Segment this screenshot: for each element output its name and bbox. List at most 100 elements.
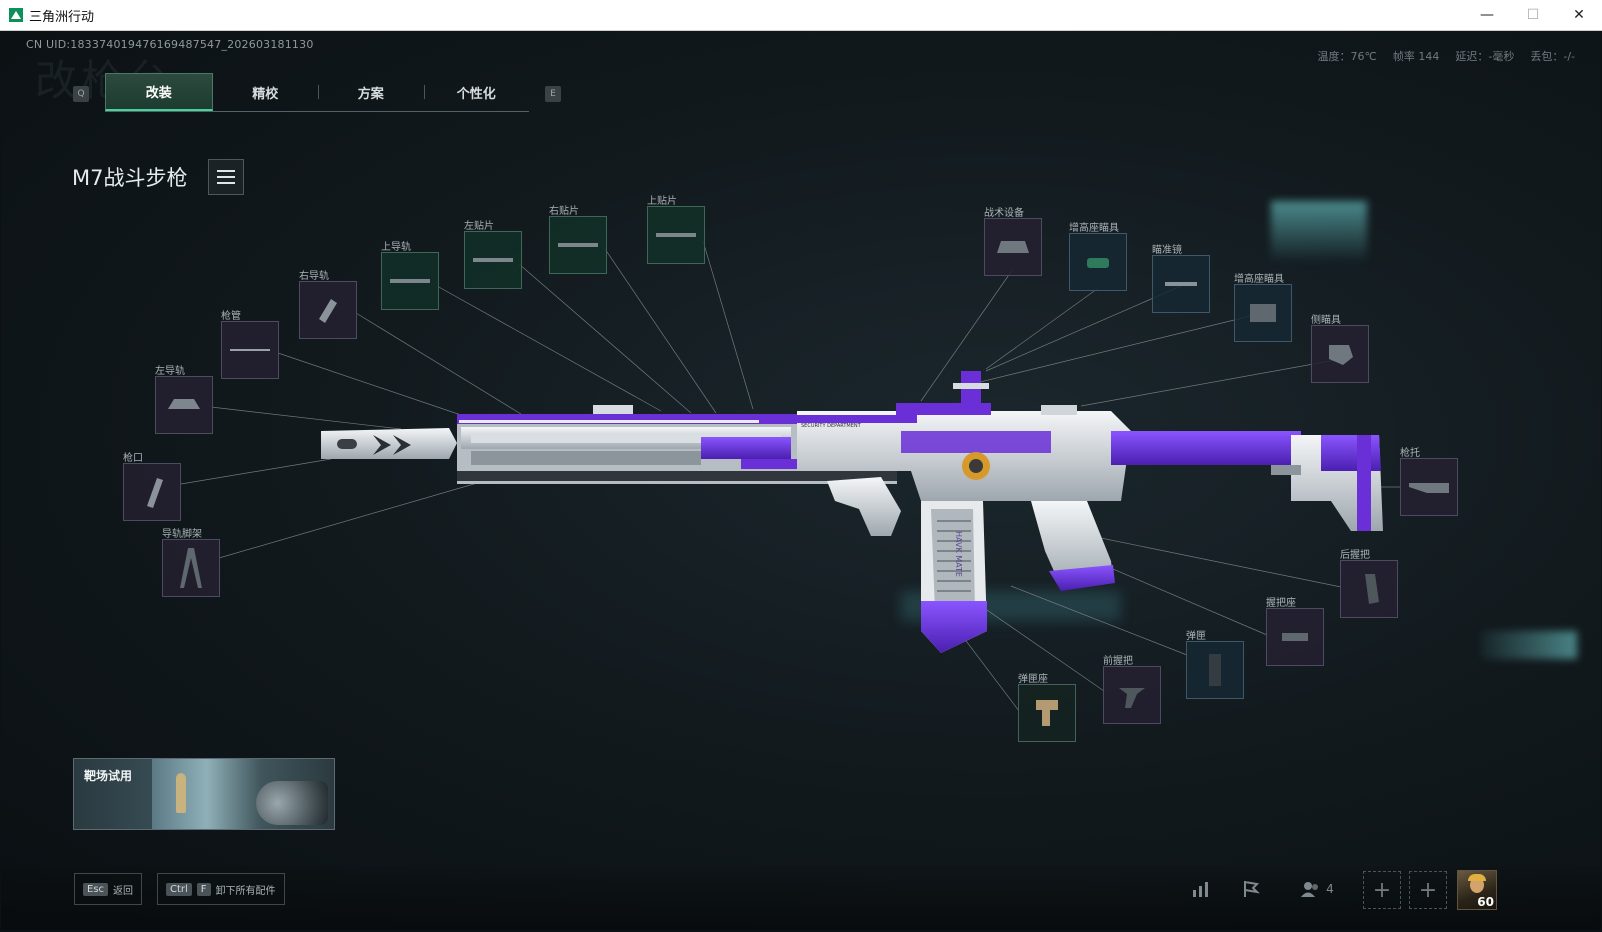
tab-prev-key[interactable]: Q <box>73 86 89 102</box>
tab-next-key[interactable]: E <box>545 86 561 102</box>
slot-label: 侧瞄具 <box>1311 315 1341 326</box>
attachment-thumbnail <box>1311 325 1369 383</box>
slot-muzzle[interactable]: 枪口 <box>123 453 181 521</box>
slot-left-panel[interactable]: 左贴片 <box>464 221 522 289</box>
flag-icon[interactable] <box>1233 871 1269 907</box>
weapon-model: SECURITY DEPARTMENT HAVK MATE <box>321 371 1383 653</box>
maximize-button[interactable]: ☐ <box>1526 7 1540 23</box>
minimize-button[interactable]: — <box>1480 7 1494 23</box>
slot-scope[interactable]: 瞄准镜 <box>1152 245 1210 313</box>
attachment-thumbnail <box>1340 560 1398 618</box>
slot-grip-mount[interactable]: 握把座 <box>1266 598 1324 666</box>
background-light <box>1271 201 1367 261</box>
attachment-thumbnail <box>464 231 522 289</box>
unequip-all-label: 卸下所有配件 <box>215 885 276 897</box>
slot-label: 弹匣座 <box>1018 674 1048 685</box>
player-uid: CN UID:18337401947616948754​7_2026031811… <box>26 38 314 51</box>
slot-label: 瞄准镜 <box>1152 245 1182 256</box>
attachment-thumbnail <box>549 216 607 274</box>
range-target-figure <box>176 773 186 813</box>
attachment-thumbnail <box>1069 233 1127 291</box>
add-teammate-button-1[interactable]: + <box>1363 871 1401 909</box>
attachment-thumbnail <box>1266 608 1324 666</box>
packet-loss-stat: 丢包：-/- <box>1530 50 1575 63</box>
avatar-face <box>1470 877 1484 893</box>
attachment-thumbnail <box>381 252 439 310</box>
slot-label: 枪托 <box>1400 448 1420 459</box>
slot-label: 右导轨 <box>299 271 329 282</box>
slot-label: 左导轨 <box>155 366 185 377</box>
slot-label: 上导轨 <box>381 242 411 253</box>
add-teammate-button-2[interactable]: + <box>1409 871 1447 909</box>
close-button[interactable]: ✕ <box>1573 7 1585 23</box>
fps-stat: 帧率 144 <box>1392 50 1440 63</box>
slot-side-sight[interactable]: 侧瞄具 <box>1311 315 1369 383</box>
slot-label: 左贴片 <box>464 221 494 232</box>
attachment-thumbnail <box>1400 458 1458 516</box>
stats-chart-icon[interactable] <box>1183 871 1219 907</box>
slot-label: 弹匣 <box>1186 631 1206 642</box>
slot-label: 握把座 <box>1266 598 1296 609</box>
slot-stock[interactable]: 枪托 <box>1400 448 1458 516</box>
back-label: 返回 <box>113 885 134 897</box>
temperature-stat: 温度：76℃ <box>1317 50 1377 63</box>
slot-label: 右贴片 <box>549 206 579 217</box>
bottom-bar <box>1 866 1601 930</box>
attachment-thumbnail <box>299 281 357 339</box>
attachment-thumbnail <box>155 376 213 434</box>
tab-presets[interactable]: 方案 <box>318 73 424 111</box>
back-button[interactable]: Esc 返回 <box>74 873 143 905</box>
slot-riser-sight-2[interactable]: 增高座瞄具 <box>1234 274 1292 342</box>
f-key: F <box>196 882 211 896</box>
team-icon <box>1301 882 1319 897</box>
magazine-decal: HAVK MATE <box>954 531 963 577</box>
slot-label: 枪口 <box>123 453 143 464</box>
range-trial-label: 靶场试用 <box>84 769 133 783</box>
esc-key: Esc <box>83 882 109 896</box>
slot-top-panel[interactable]: 上贴片 <box>647 196 705 264</box>
window-title: 三角洲行动 <box>29 9 95 25</box>
window-titlebar: 三角洲行动 — ☐ ✕ <box>0 0 1602 31</box>
slot-right-rail[interactable]: 右导轨 <box>299 271 357 339</box>
weapon-decal: SECURITY DEPARTMENT <box>801 423 862 429</box>
slot-rail-bipod[interactable]: 导轨脚架 <box>162 529 220 597</box>
tab-tuning[interactable]: 精校 <box>252 86 279 102</box>
slot-label: 上贴片 <box>647 196 677 207</box>
latency-stat: 延迟：-毫秒 <box>1455 50 1515 63</box>
slot-label: 增高座瞄具 <box>1069 223 1119 234</box>
shooting-range-trial-button[interactable]: 靶场试用 <box>73 758 335 830</box>
player-avatar[interactable]: 60 <box>1457 870 1497 910</box>
team-count: 4 <box>1326 882 1334 896</box>
background-light <box>1481 631 1577 659</box>
slot-label: 战术设备 <box>984 208 1024 219</box>
attachment-thumbnail <box>1103 666 1161 724</box>
ctrl-key: Ctrl <box>166 882 192 896</box>
tab-personalize[interactable]: 个性化 <box>423 73 530 111</box>
leader-lines <box>180 240 1401 712</box>
attachment-thumbnail <box>1018 684 1076 742</box>
slot-left-rail[interactable]: 左导轨 <box>155 366 213 434</box>
attachment-thumbnail <box>647 206 705 264</box>
attachment-thumbnail <box>162 539 220 597</box>
slot-riser-sight-1[interactable]: 增高座瞄具 <box>1069 223 1127 291</box>
team-button[interactable]: 4 <box>1293 871 1341 907</box>
slot-magazine[interactable]: 弹匣 <box>1186 631 1244 699</box>
slot-label: 增高座瞄具 <box>1234 274 1284 285</box>
weapon-list-button[interactable] <box>208 159 244 195</box>
slot-magazine-well[interactable]: 弹匣座 <box>1018 674 1076 742</box>
slot-top-rail[interactable]: 上导轨 <box>381 242 439 310</box>
attachment-thumbnail <box>1152 255 1210 313</box>
performance-stats: 温度：76℃ 帧率 144 延迟：-毫秒 丢包：-/- <box>1318 48 1576 64</box>
slot-foregrip[interactable]: 前握把 <box>1103 656 1161 724</box>
slot-barrel[interactable]: 枪管 <box>221 311 279 379</box>
slot-tactical-device[interactable]: 战术设备 <box>984 208 1042 276</box>
player-level: 60 <box>1477 895 1494 909</box>
range-scope-image <box>256 781 328 825</box>
slot-rear-grip[interactable]: 后握把 <box>1340 550 1398 618</box>
unequip-all-button[interactable]: Ctrl F 卸下所有配件 <box>157 873 285 905</box>
slot-label: 前握把 <box>1103 656 1133 667</box>
avatar-helmet <box>1468 874 1486 881</box>
tab-modify[interactable]: 改装 <box>105 73 213 111</box>
attachment-thumbnail <box>221 321 279 379</box>
slot-right-panel[interactable]: 右贴片 <box>549 206 607 274</box>
